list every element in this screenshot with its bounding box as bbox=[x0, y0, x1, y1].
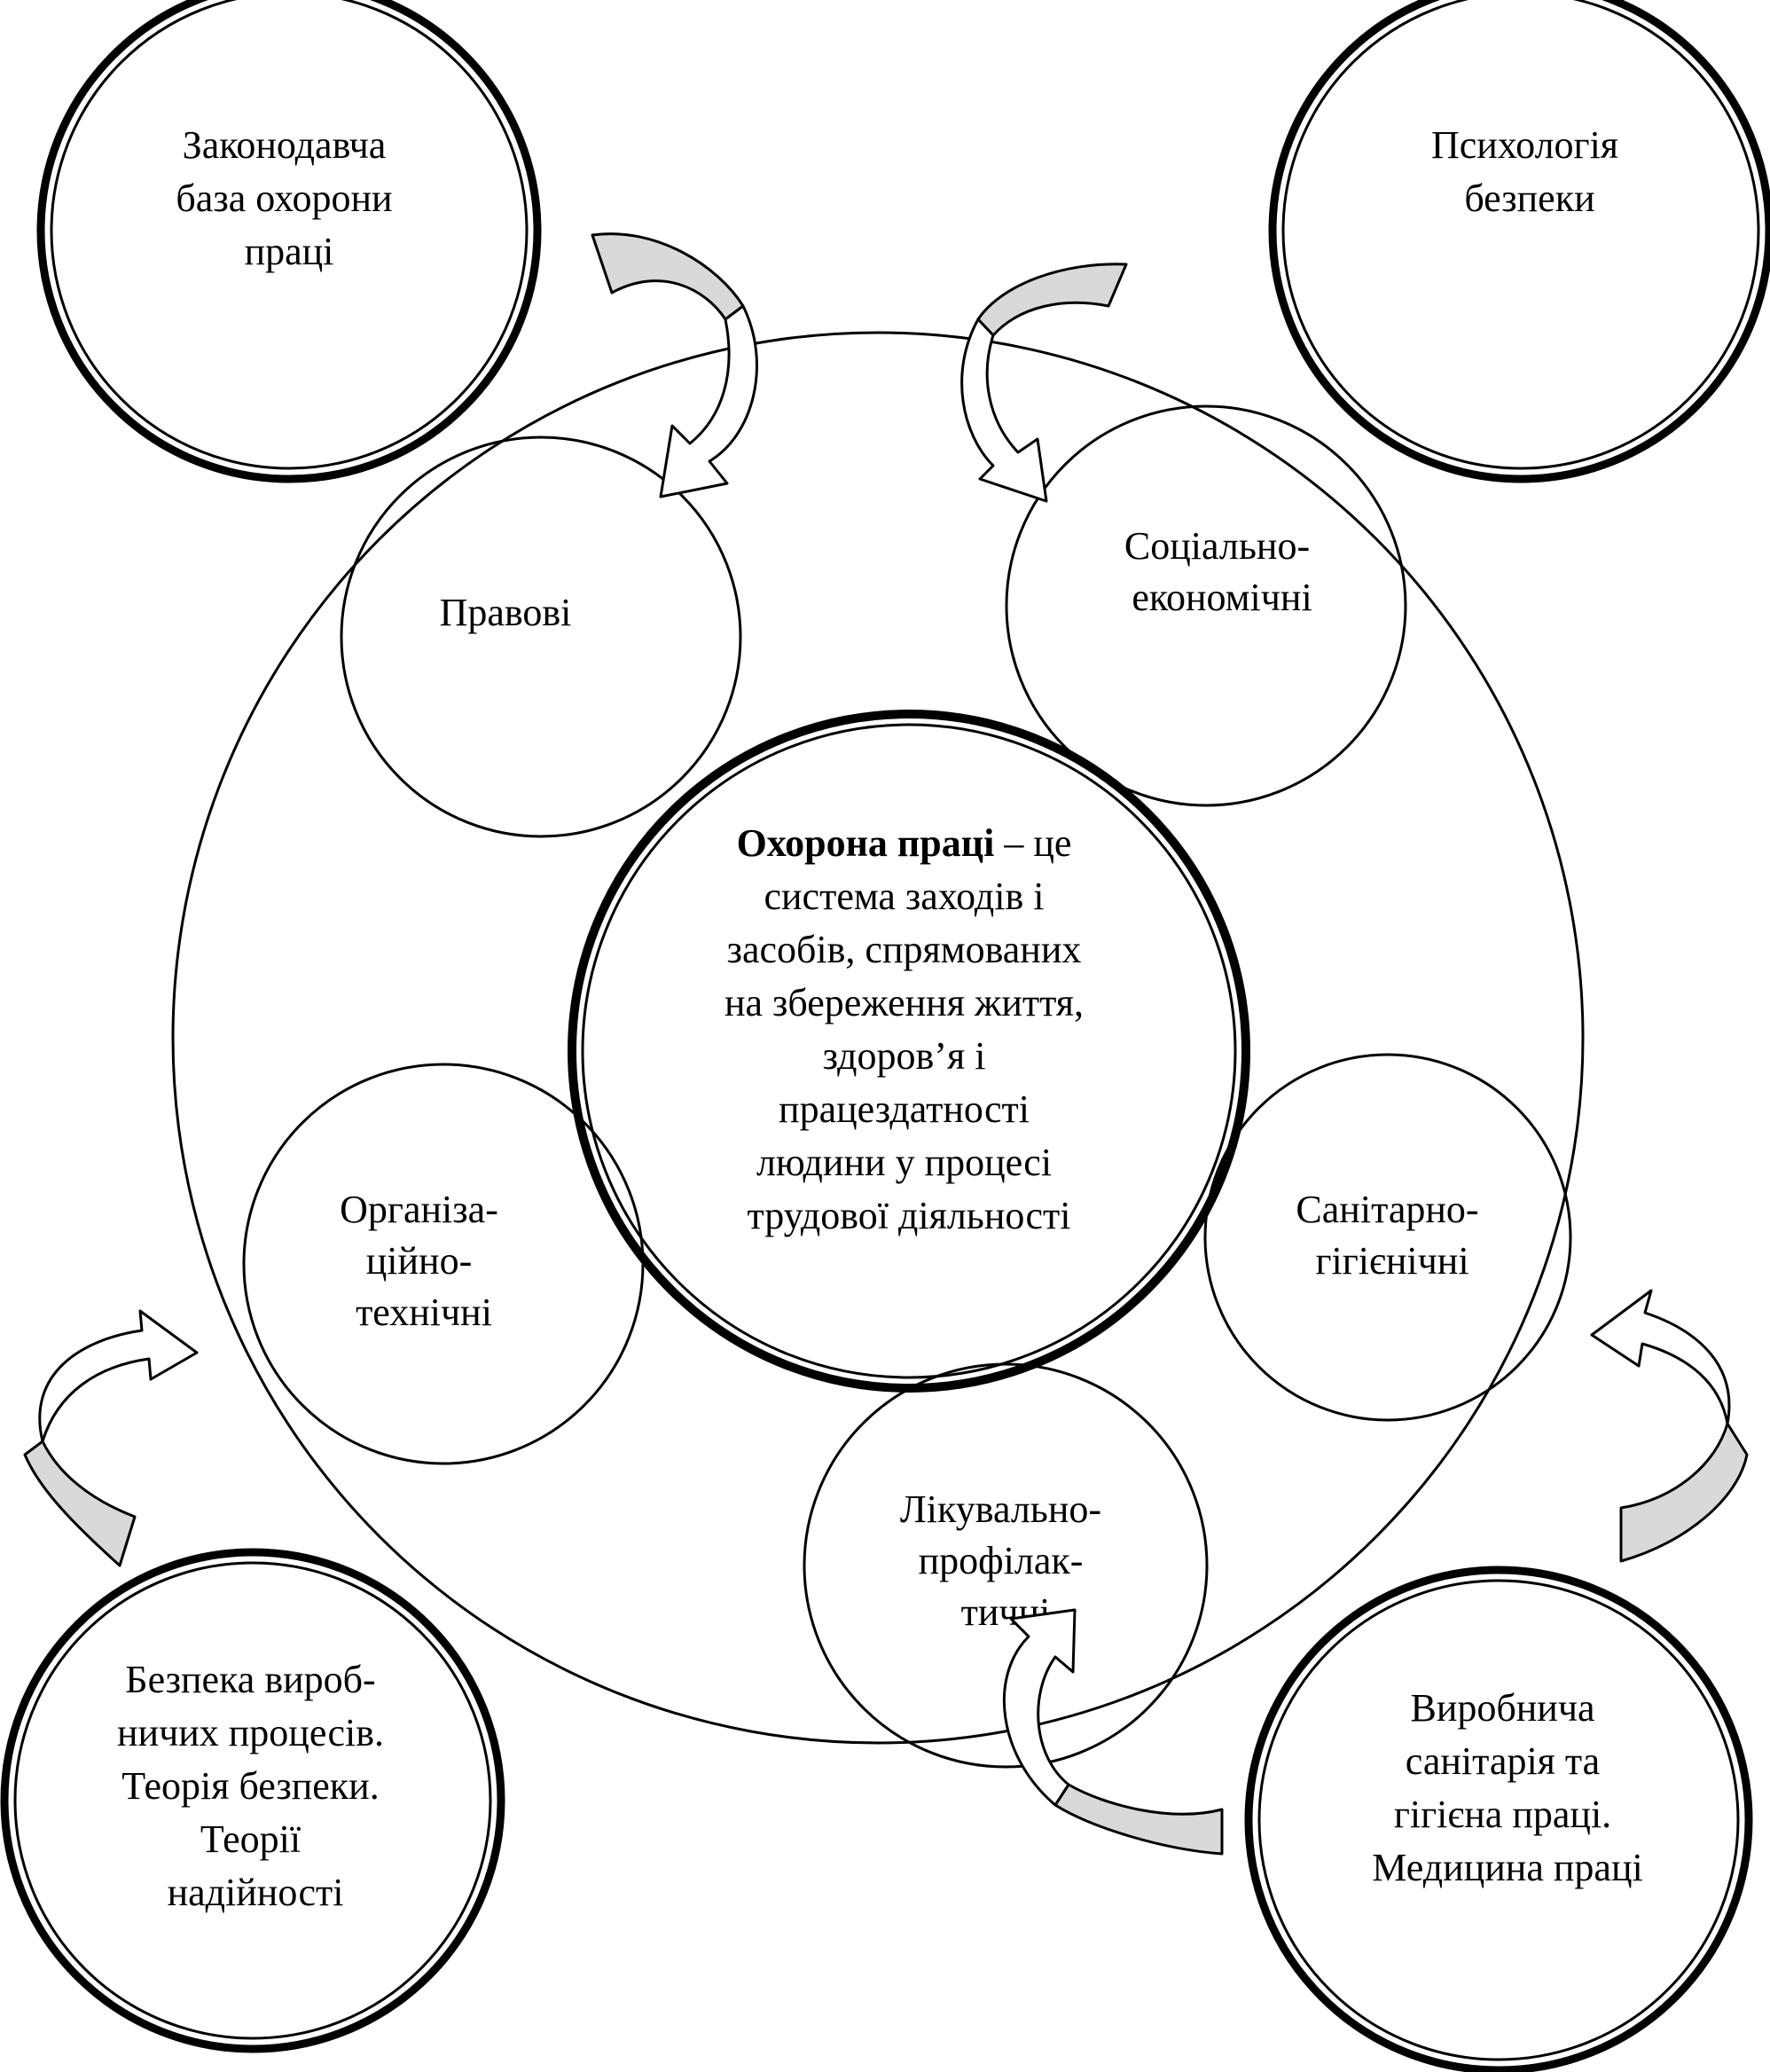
outer-circle-vyrobnycha: Виробнича санітарія та гігієна праці. Ме… bbox=[1244, 1566, 1753, 2072]
svg-text:Правові: Правові bbox=[440, 591, 572, 634]
bezpeka-line-3: Теорія безпеки. bbox=[121, 1764, 379, 1808]
center-line-4: здоров’я і bbox=[823, 1034, 986, 1078]
curved-arrow-bottom bbox=[1003, 1608, 1224, 1856]
svg-text:Соціально- економічні: Соціально- економічні bbox=[1124, 524, 1320, 619]
center-line-3: на збереження життя, bbox=[724, 981, 1084, 1024]
outer-circle-zakonodavcha: Законодавча база охорони праці bbox=[36, 0, 542, 483]
bezpeka-line-5: надійності bbox=[168, 1871, 344, 1914]
outer-circle-psykholohiia: Психологія безпеки bbox=[1268, 0, 1770, 483]
center-line-2: засобів, спрямованих bbox=[727, 928, 1082, 971]
svg-text:Безпека вироб- ничих про: Безпека вироб- ничих процесів. Теорія бе… bbox=[117, 1658, 394, 1914]
curved-arrow-bottom-left bbox=[23, 1309, 199, 1567]
likuvalno-line-2: профілак- bbox=[919, 1539, 1084, 1582]
zakonodavcha-line-1: Законодавча bbox=[183, 123, 387, 167]
bezpeka-line-1: Безпека вироб- bbox=[125, 1658, 375, 1701]
bezpeka-line-2: ничих процесів. bbox=[117, 1711, 384, 1754]
center-line-7: трудової діяльності bbox=[748, 1194, 1071, 1237]
zakonodavcha-line-2: база охорони bbox=[176, 177, 392, 220]
center-circle: Охорона праці – це система заходів і зас… bbox=[568, 710, 1250, 1393]
center-line-1: система заходів і bbox=[764, 875, 1044, 918]
svg-text:Лікувально- профілак-: Лікувально- профілак- тичні bbox=[900, 1487, 1111, 1634]
psykholohiia-line-1: Психологія bbox=[1431, 123, 1618, 167]
big-ring bbox=[171, 331, 1585, 1745]
curved-arrow-top-left bbox=[591, 232, 758, 498]
vyrobnycha-line-4: Медицина праці bbox=[1372, 1846, 1642, 1889]
orhanizatsiino-line-3: технічні bbox=[356, 1291, 492, 1334]
psykholohiia-line-2: безпеки bbox=[1464, 177, 1594, 220]
sotsialno-line-1: Соціально- bbox=[1124, 524, 1310, 568]
orhanizatsiino-line-1: Організа- bbox=[340, 1188, 498, 1231]
inner-circle-sanitarno: Санітарно- гігієнічні bbox=[1203, 1053, 1572, 1422]
curved-arrow-top-right bbox=[960, 263, 1128, 503]
vyrobnycha-line-3: гігієна праці. bbox=[1394, 1793, 1611, 1836]
vyrobnycha-line-2: санітарія та bbox=[1406, 1739, 1600, 1783]
bezpeka-line-4: Теорії bbox=[200, 1817, 302, 1861]
svg-text:Законодавча база охорони: Законодавча база охорони праці bbox=[176, 123, 402, 273]
outer-circle-bezpeka: Безпека вироб- ничих процесів. Теорія бе… bbox=[0, 1548, 505, 2053]
sanitarno-line-1: Санітарно- bbox=[1296, 1188, 1478, 1231]
curved-arrow-right bbox=[1590, 1289, 1749, 1563]
svg-text:Психологія безпеки: Психологія безпеки bbox=[1431, 123, 1628, 220]
center-title-rest: – це bbox=[994, 821, 1071, 865]
center-title: Охорона праці bbox=[737, 821, 995, 865]
svg-text:Санітарно- гігієнічні: Санітарно- гігієнічні bbox=[1296, 1188, 1488, 1283]
inner-circle-pravovi: Правові bbox=[340, 436, 742, 838]
center-line-6: людини у процесі bbox=[756, 1141, 1052, 1184]
pravovi-label: Правові bbox=[440, 591, 572, 634]
inner-circle-orhanizatsiino: Організа- ційно- технічні bbox=[242, 1063, 645, 1465]
vyrobnycha-line-1: Виробнича bbox=[1410, 1686, 1594, 1730]
center-line-5: працездатності bbox=[779, 1087, 1030, 1131]
inner-circle-sotsialno: Соціально- економічні bbox=[1005, 404, 1407, 807]
orhanizatsiino-line-2: ційно- bbox=[366, 1239, 473, 1283]
svg-text:Організа- ційно- т: Організа- ційно- технічні bbox=[340, 1188, 508, 1334]
sanitarno-line-2: гігієнічні bbox=[1315, 1239, 1468, 1283]
svg-text:Охорона праці – це систе: Охорона праці – це система заходів і зас… bbox=[724, 821, 1093, 1237]
sotsialno-line-2: економічні bbox=[1132, 576, 1312, 619]
likuvalno-line-1: Лікувально- bbox=[900, 1487, 1101, 1531]
svg-text:Виробнича санітарія та: Виробнича санітарія та гігієна праці. Ме… bbox=[1372, 1686, 1642, 1889]
zakonodavcha-line-3: праці bbox=[245, 230, 334, 273]
